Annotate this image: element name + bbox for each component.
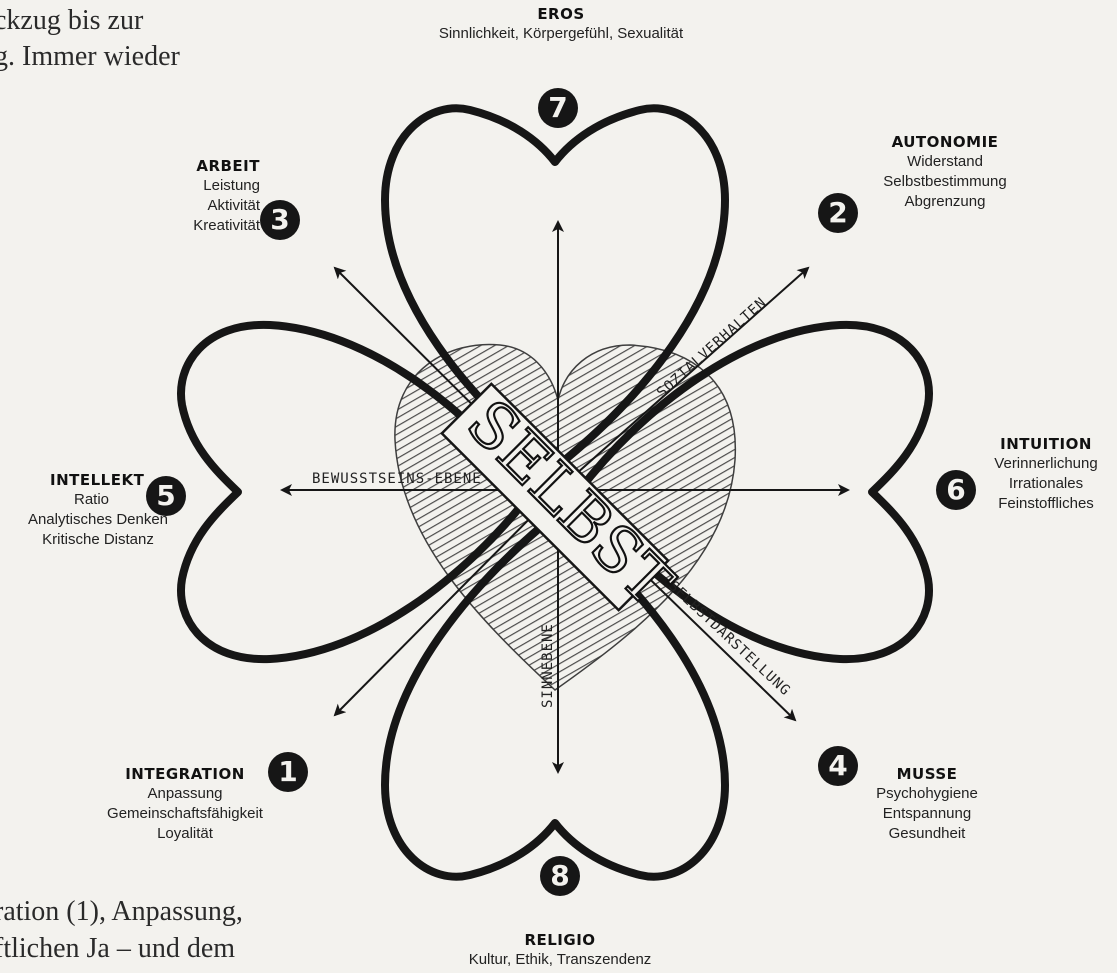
leaf-label-arbeit: ARBEIT Leistung Aktivität Kreativität [130, 156, 260, 236]
axis-label-bewusstseins-ebene: BEWUSSTSEINS-EBENE [312, 471, 482, 487]
number-badge-2: 2 [818, 193, 858, 233]
leaf-line-integration-3: Loyalität [80, 824, 290, 844]
leaf-label-autonomie: AUTONOMIE Widerstand Selbstbestimmung Ab… [855, 132, 1035, 212]
leaf-line-arbeit-2: Aktivität [130, 196, 260, 216]
leaf-label-musse: MUSSE Psychohygiene Entspannung Gesundhe… [852, 764, 1002, 844]
leaf-line-autonomie-3: Abgrenzung [855, 192, 1035, 212]
leaf-title-integration: INTEGRATION [80, 764, 290, 784]
leaf-line-musse-2: Entspannung [852, 804, 1002, 824]
leaf-line-musse-3: Gesundheit [852, 824, 1002, 844]
leaf-title-intuition: INTUITION [975, 434, 1117, 454]
leaf-title-musse: MUSSE [852, 764, 1002, 784]
leaf-title-autonomie: AUTONOMIE [855, 132, 1035, 152]
leaf-line-arbeit-3: Kreativität [130, 216, 260, 236]
leaf-line-intuition-3: Feinstoffliches [975, 494, 1117, 514]
leaf-line-integration-1: Anpassung [80, 784, 290, 804]
number-badge-6: 6 [936, 470, 976, 510]
number-badge-4: 4 [818, 746, 858, 786]
leaf-line-intellekt-3: Kritische Distanz [0, 530, 196, 550]
number-badge-8: 8 [540, 856, 580, 896]
leaf-line-arbeit-1: Leistung [130, 176, 260, 196]
leaf-line-intuition-2: Irrationales [975, 474, 1117, 494]
leaf-line-autonomie-2: Selbstbestimmung [855, 172, 1035, 192]
axis-label-sinnebene: SINNEBENE [540, 623, 556, 708]
leaf-line-intuition-1: Verinnerlichung [975, 454, 1117, 474]
number-badge-7: 7 [538, 88, 578, 128]
number-badge-1: 1 [268, 752, 308, 792]
leaf-label-integration: INTEGRATION Anpassung Gemeinschaftsfähig… [80, 764, 290, 844]
leaf-label-religio: RELIGIO Kultur, Ethik, Transzendenz [410, 930, 710, 970]
leaf-label-eros: EROS Sinnlichkeit, Körpergefühl, Sexuali… [396, 4, 726, 44]
number-badge-3: 3 [260, 200, 300, 240]
leaf-label-intuition: INTUITION Verinnerlichung Irrationales F… [975, 434, 1117, 514]
leaf-title-eros: EROS [396, 4, 726, 24]
leaf-title-arbeit: ARBEIT [130, 156, 260, 176]
number-badge-5: 5 [146, 476, 186, 516]
leaf-line-autonomie-1: Widerstand [855, 152, 1035, 172]
axis-label-selbstdarstellung: SELBSTDARSTELLUNG [665, 578, 793, 699]
leaf-line-integration-2: Gemeinschaftsfähigkeit [80, 804, 290, 824]
leaf-title-religio: RELIGIO [410, 930, 710, 950]
leaf-line-religio-1: Kultur, Ethik, Transzendenz [410, 950, 710, 970]
leaf-line-musse-1: Psychohygiene [852, 784, 1002, 804]
leaf-line-eros-1: Sinnlichkeit, Körpergefühl, Sexualität [396, 24, 726, 44]
